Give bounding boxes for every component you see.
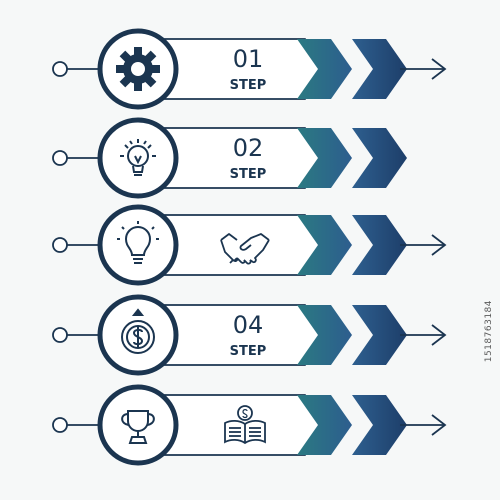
chevron-left bbox=[297, 39, 352, 99]
step-row-3 bbox=[52, 204, 447, 286]
money-book-icon bbox=[224, 405, 266, 445]
chevron-right bbox=[352, 395, 407, 455]
step-label: STEP bbox=[230, 78, 267, 93]
step-row-4: 04 STEP bbox=[52, 294, 447, 376]
step-number: 01 bbox=[233, 45, 264, 73]
trophy-icon bbox=[121, 410, 155, 444]
icon-circle bbox=[97, 204, 179, 286]
chevron-left bbox=[297, 395, 352, 455]
connector-dot bbox=[52, 150, 68, 166]
chevron-right bbox=[352, 128, 407, 188]
arrow-head-icon bbox=[431, 58, 447, 80]
icon-circle bbox=[97, 117, 179, 199]
chevron-right bbox=[352, 39, 407, 99]
arrow-head-icon bbox=[431, 324, 447, 346]
step-row-5 bbox=[52, 384, 447, 466]
watermark-id: 1518763184 bbox=[484, 300, 494, 363]
chevron-right bbox=[352, 305, 407, 365]
chevron-left bbox=[297, 128, 352, 188]
step-label: STEP bbox=[230, 344, 267, 359]
connector-dot bbox=[52, 417, 68, 433]
step-number: 04 bbox=[233, 311, 264, 339]
step-row-2: 02 STEP bbox=[52, 117, 407, 199]
connector-dot bbox=[52, 237, 68, 253]
chevron-right bbox=[352, 215, 407, 275]
step-label: STEP bbox=[230, 167, 267, 182]
step-number: 02 bbox=[233, 134, 264, 162]
lightbulb-icon bbox=[117, 221, 159, 264]
chevron-left bbox=[297, 305, 352, 365]
idea-bulb-icon bbox=[120, 139, 156, 176]
connector-dot bbox=[52, 61, 68, 77]
chevron-left bbox=[297, 215, 352, 275]
dollar-coin-icon bbox=[121, 308, 155, 354]
icon-circle bbox=[97, 384, 179, 466]
gear-icon bbox=[116, 47, 160, 91]
handshake-icon bbox=[220, 233, 270, 265]
arrow-head-icon bbox=[431, 414, 447, 436]
step-row-1: 01 STEP bbox=[52, 28, 447, 110]
connector-dot bbox=[52, 327, 68, 343]
arrow-head-icon bbox=[431, 234, 447, 256]
